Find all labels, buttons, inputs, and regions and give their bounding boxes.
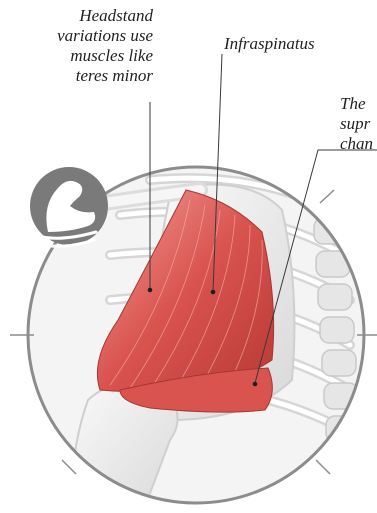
supra-label-line-2: supr [340,114,373,134]
supra-label-line-1: The [340,94,373,114]
teres-label-line-4: teres minor [10,66,153,86]
infraspinatus-label: Infraspinatus [224,34,315,54]
supraspinatus-label: The supr chan [340,94,373,154]
supra-label-line-3: chan [340,134,373,154]
teres-label-line-3: muscles like [10,46,153,66]
teres-label-line-2: variations use [10,26,153,46]
teres-label-line-1: Headstand [10,6,153,26]
teres-minor-label: Headstand variations use muscles like te… [10,6,153,86]
